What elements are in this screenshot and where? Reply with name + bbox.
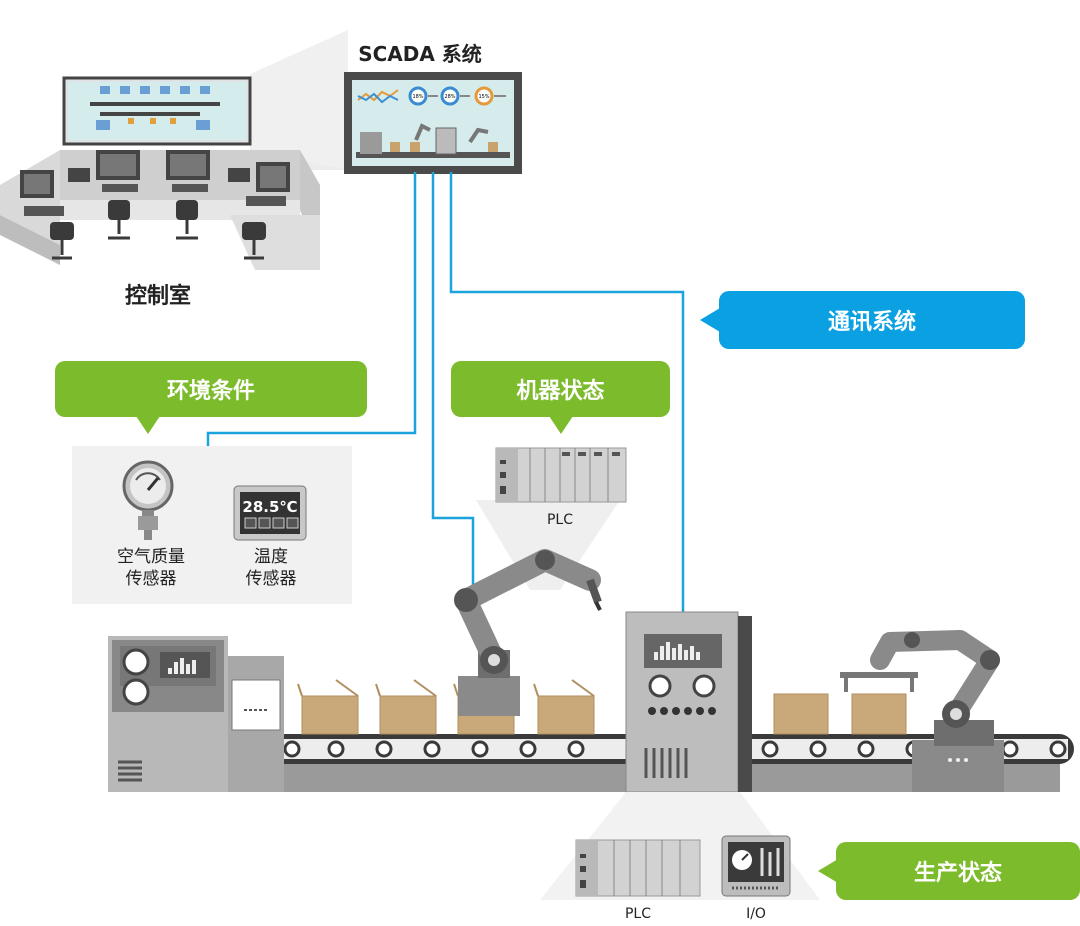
right-robot-arm [840, 630, 1004, 792]
temperature-sensor-label: 温度 传感器 [245, 547, 297, 589]
machine-plc-label: PLC [546, 512, 574, 528]
communication-bubble-pointer [700, 308, 720, 332]
left-machine [108, 636, 284, 792]
machine-state-bubble: 机器状态 [451, 361, 670, 417]
temperature-reading: 28.5℃ [242, 498, 297, 516]
boxes [297, 679, 907, 735]
center-robot-arm [454, 549, 602, 716]
scada-gauge-1: 18% [412, 94, 423, 100]
production-state-bubble-pointer [818, 859, 838, 883]
communication-system-bubble: 通讯系统 [719, 291, 1025, 349]
communication-system-label: 通讯系统 [827, 310, 916, 335]
environment-bubble-pointer [136, 416, 160, 434]
air-quality-sensor-icon [122, 460, 174, 540]
scada-screen: 18% 28% 15% [344, 72, 522, 174]
machine-state-spotlight [476, 500, 620, 590]
scada-title: SCADA 系统 [358, 42, 482, 66]
communication-lines [206, 172, 685, 612]
production-plc-label: PLC [624, 906, 652, 922]
central-control-cabinet [625, 611, 752, 793]
production-plc-icon [575, 839, 701, 897]
machine-state-plc-icon [495, 447, 627, 503]
production-io-icon [721, 835, 791, 897]
machine-state-bubble-pointer [549, 416, 573, 434]
temperature-sensor-icon: 28.5℃ [233, 485, 307, 541]
control-room-label: 控制室 [124, 284, 191, 309]
air-quality-sensor-label: 空气质量 传感器 [117, 547, 185, 589]
production-state-label: 生产状态 [913, 861, 1002, 886]
scada-gauge-3: 15% [478, 94, 489, 100]
control-room-illustration [0, 76, 320, 270]
machine-state-label: 机器状态 [516, 379, 605, 404]
scada-gauge-2: 28% [444, 94, 455, 100]
production-state-bubble: 生产状态 [836, 842, 1080, 900]
environment-label: 环境条件 [166, 379, 255, 404]
environment-bubble: 环境条件 [55, 361, 367, 417]
production-io-label: I/O [746, 906, 766, 922]
